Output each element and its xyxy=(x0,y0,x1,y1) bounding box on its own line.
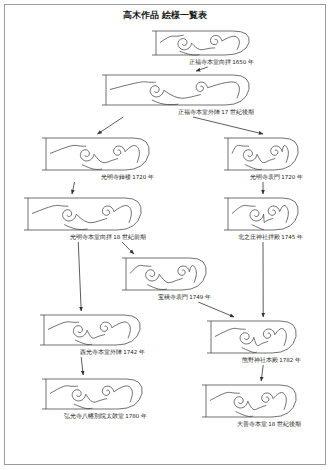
pattern-panel: 熊野神社本殿 1782 年 xyxy=(205,318,302,364)
caption: 大善寺本堂 18 世紀後期 xyxy=(236,421,303,428)
pattern-drawing xyxy=(40,376,148,411)
pattern-drawing xyxy=(205,318,302,355)
pattern-panel: 弘光寺八幡別院太鼓堂 1780 年 xyxy=(40,376,148,420)
pattern-panel: 光明寺本堂向拝 18 世紀前期 xyxy=(22,195,147,241)
lineage-arrow xyxy=(263,242,264,317)
lineage-arrow xyxy=(98,117,124,134)
caption: 北之庄神社拝殿 1745 年 xyxy=(237,234,305,241)
caption: 光明寺表門 1720 年 xyxy=(249,174,305,181)
lineage-arrow xyxy=(198,302,234,317)
pattern-drawing xyxy=(222,135,304,172)
pattern-panel: 正福寺本堂外陣 17 世紀後期 xyxy=(100,72,255,116)
lineage-arrow xyxy=(196,67,208,71)
diagram-title: 高木作品 絵様一覧表 xyxy=(0,9,330,22)
lineage-arrow xyxy=(261,365,263,381)
caption: 正福寺本堂外陣 17 世紀後期 xyxy=(177,109,256,116)
pattern-drawing xyxy=(100,72,255,107)
pattern-drawing xyxy=(222,195,304,232)
lineage-arrow xyxy=(81,357,83,375)
pattern-panel: 光明寺鐘楼 1720 年 xyxy=(40,135,155,181)
lineage-arrow xyxy=(72,182,75,194)
lineage-arrow xyxy=(193,117,263,134)
pattern-drawing xyxy=(150,28,255,57)
pattern-drawing xyxy=(38,312,146,347)
pattern-panel: 大善寺本堂 18 世紀後期 xyxy=(200,382,302,428)
pattern-drawing xyxy=(200,382,302,419)
pattern-drawing xyxy=(22,195,147,232)
pattern-panel: 西光寺本堂外陣 1742 年 xyxy=(38,312,146,356)
pattern-drawing xyxy=(120,255,212,292)
caption: 西光寺本堂外陣 1742 年 xyxy=(79,349,147,356)
caption: 光明寺本堂向拝 18 世紀前期 xyxy=(69,234,148,241)
pattern-panel: 宝積寺表門 1749 年 xyxy=(120,255,212,301)
lineage-arrow xyxy=(122,242,134,254)
pattern-panel: 正福寺本堂向拝 1650 年 xyxy=(150,28,255,66)
caption: 宝積寺表門 1749 年 xyxy=(157,294,213,301)
lineage-arrow xyxy=(78,242,81,311)
pattern-drawing xyxy=(40,135,155,172)
caption: 熊野神社本殿 1782 年 xyxy=(241,357,303,364)
caption: 弘光寺八幡別院太鼓堂 1780 年 xyxy=(63,413,149,420)
caption: 正福寺本堂向拝 1650 年 xyxy=(188,59,256,66)
pattern-panel: 北之庄神社拝殿 1745 年 xyxy=(222,195,304,241)
caption: 光明寺鐘楼 1720 年 xyxy=(100,174,156,181)
pattern-panel: 光明寺表門 1720 年 xyxy=(222,135,304,181)
lineage-arrow xyxy=(263,182,264,194)
